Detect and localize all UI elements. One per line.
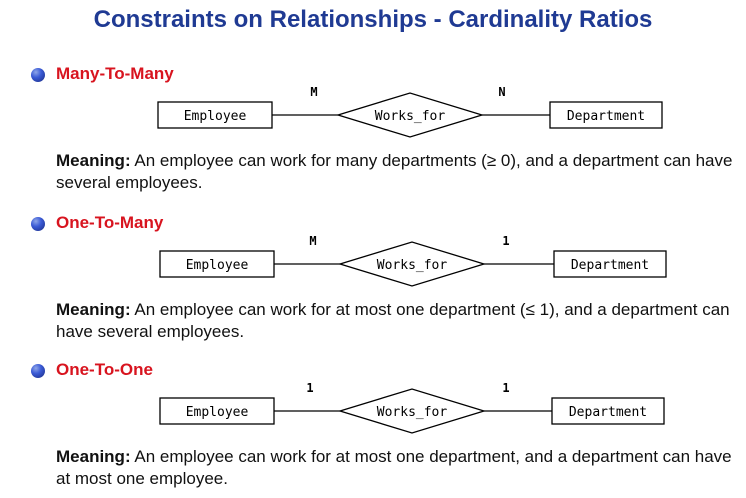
bullet-icon (31, 68, 45, 82)
meaning-paragraph: Meaning: An employee can work for many d… (56, 150, 736, 194)
relationship-label: Works_for (377, 405, 448, 420)
cardinality-right: 1 (502, 381, 509, 395)
entity-department-label: Department (567, 109, 645, 124)
cardinality-left: 1 (306, 381, 313, 395)
entity-department-label: Department (571, 258, 649, 273)
cardinality-right: 1 (502, 234, 509, 248)
entity-box-department (551, 397, 665, 425)
meaning-label: Meaning: (56, 151, 131, 170)
entity-employee-label: Employee (186, 258, 249, 273)
er-diagram: Employee Works_for Department 1 1 (150, 378, 680, 434)
er-diagram-svg: Employee Works_for Department 1 1 (159, 381, 665, 434)
entity-employee-label: Employee (184, 109, 247, 124)
relationship-label: Works_for (377, 258, 448, 273)
meaning-paragraph: Meaning: An employee can work for at mos… (56, 446, 736, 490)
meaning-label: Meaning: (56, 300, 131, 319)
entity-box-employee (159, 250, 275, 278)
section-one-to-one: One-To-One Employee Works_for Department… (0, 358, 746, 498)
meaning-label: Meaning: (56, 447, 131, 466)
entity-department-label: Department (569, 405, 647, 420)
section-heading: One-To-Many (56, 213, 164, 232)
section-heading: One-To-One (56, 360, 153, 379)
er-diagram-svg: Employee Works_for Department M N (157, 85, 663, 138)
relationship-label: Works_for (375, 109, 446, 124)
meaning-text: An employee can work for at most one dep… (56, 300, 730, 341)
meaning-text: An employee can work for at most one dep… (56, 447, 732, 488)
er-diagram-svg: Employee Works_for Department M 1 (159, 234, 667, 287)
er-diagram: Employee Works_for Department M N (150, 82, 680, 138)
entity-employee-label: Employee (186, 405, 249, 420)
bullet-icon (31, 364, 45, 378)
bullet-icon (31, 217, 45, 231)
meaning-paragraph: Meaning: An employee can work for at mos… (56, 299, 736, 343)
cardinality-right: N (498, 85, 505, 99)
section-one-to-many: One-To-Many Employee Works_for Departmen… (0, 211, 746, 351)
er-diagram: Employee Works_for Department M 1 (150, 231, 680, 287)
cardinality-left: M (309, 234, 316, 248)
section-many-to-many: Many-To-Many Employee Works_for Departme… (0, 62, 746, 202)
section-heading: Many-To-Many (56, 64, 174, 83)
entity-box-department (549, 101, 663, 129)
page-title: Constraints on Relationships - Cardinali… (93, 6, 653, 33)
entity-box-employee (159, 397, 275, 425)
entity-box-department (553, 250, 667, 278)
meaning-text: An employee can work for many department… (56, 151, 733, 192)
cardinality-left: M (310, 85, 317, 99)
